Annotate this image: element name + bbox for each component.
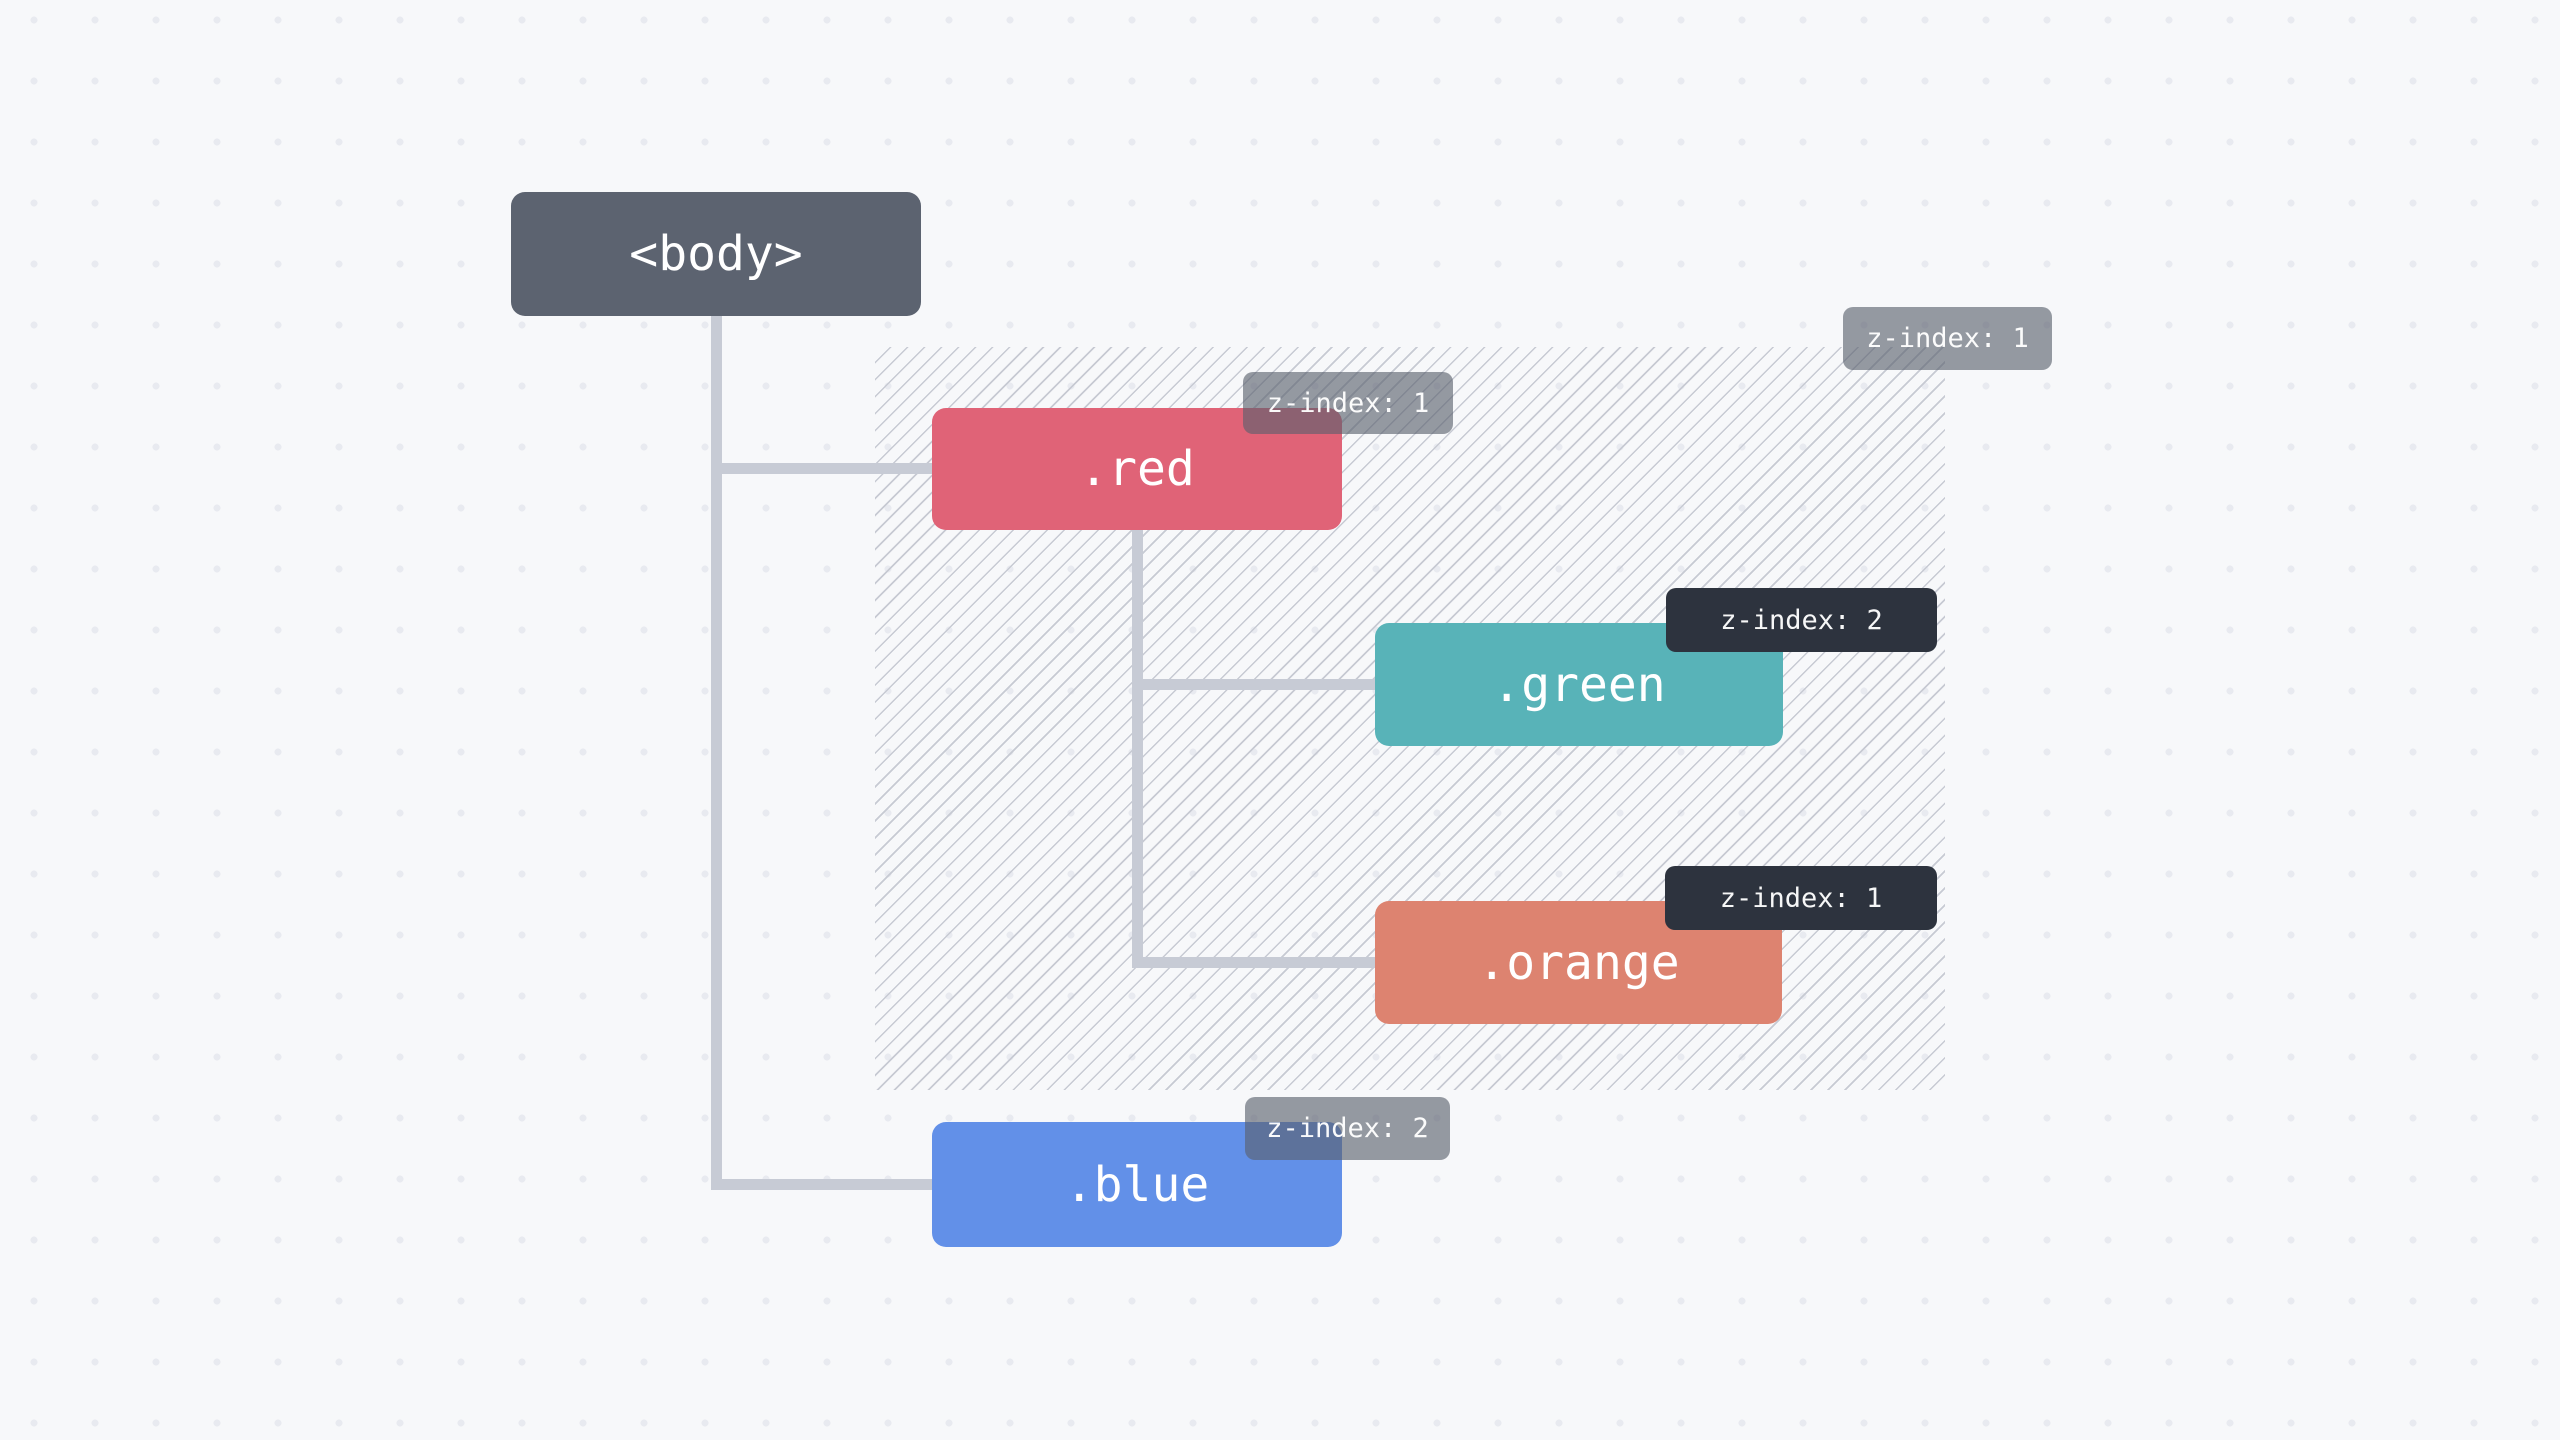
connector-red-trunk: [1132, 530, 1143, 968]
zindex-badge-stacking-context: z-index: 1: [1843, 307, 2052, 370]
zindex-badge-blue: z-index: 2: [1245, 1097, 1450, 1160]
connector-red-green: [1132, 679, 1375, 690]
node-green-label: .green: [1492, 656, 1666, 713]
node-body-label: <body>: [629, 226, 803, 282]
node-red-label: .red: [1079, 441, 1195, 497]
connector-body-red: [711, 463, 932, 474]
connector-red-orange: [1132, 957, 1375, 968]
node-orange-label: .orange: [1477, 934, 1680, 991]
node-blue-label: .blue: [1064, 1156, 1210, 1213]
node-orange: .orange: [1375, 901, 1782, 1024]
zindex-badge-red: z-index: 1: [1243, 372, 1453, 434]
node-body: <body>: [511, 192, 921, 316]
zindex-badge-orange: z-index: 1: [1665, 866, 1937, 930]
connector-body-blue: [711, 1179, 932, 1190]
zindex-badge-green: z-index: 2: [1666, 588, 1937, 652]
connector-body-trunk: [711, 316, 722, 1190]
